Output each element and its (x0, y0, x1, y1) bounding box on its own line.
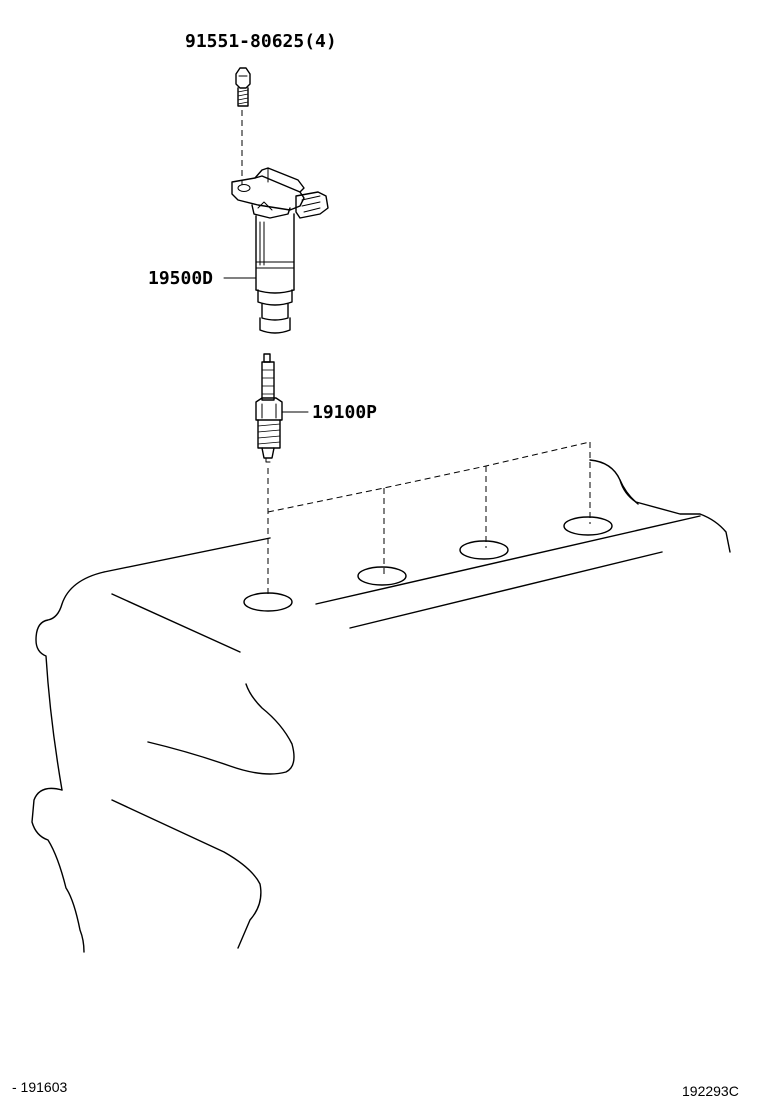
cylinder-head-outline (31, 459, 731, 953)
plug-part-label[interactable]: 19100P (312, 402, 377, 423)
coil-part-label[interactable]: 19500D (148, 268, 213, 289)
bolt-icon (235, 67, 251, 107)
diagram-footer-left-code: - 191603 (12, 1079, 67, 1095)
ignition-coil-icon (231, 167, 329, 334)
spark-plug-icon (255, 353, 283, 463)
installation-guide-lines (267, 441, 591, 598)
diagram-footer-right-code: 192293C (682, 1083, 739, 1099)
bolt-part-label[interactable]: 91551-80625(4) (185, 31, 337, 52)
